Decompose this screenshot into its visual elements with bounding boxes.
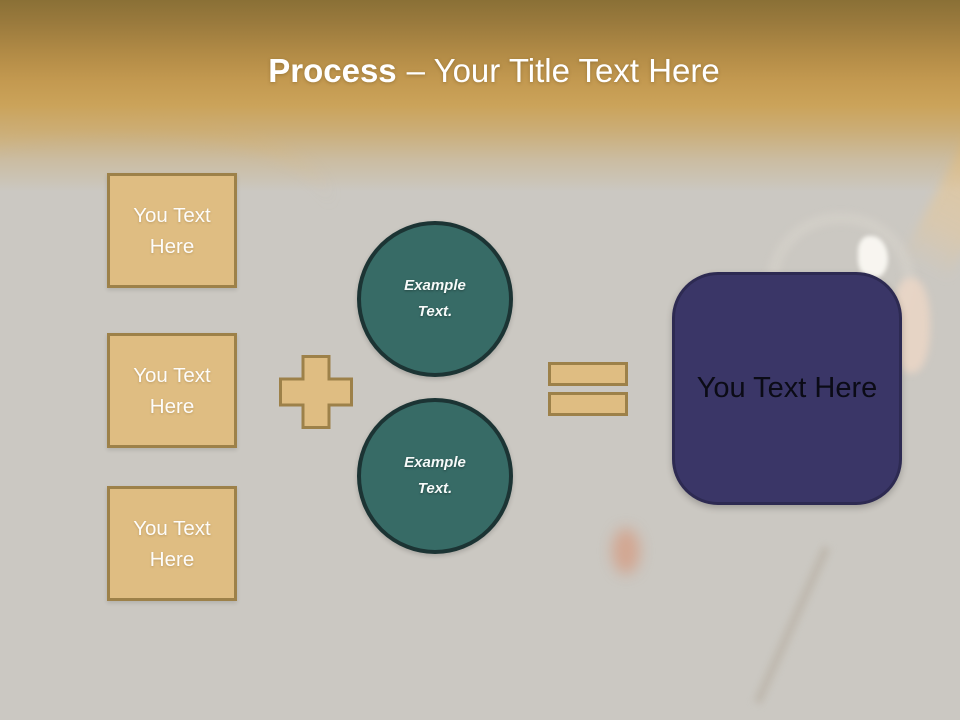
example-circle-1[interactable]: Example Text.	[357, 221, 513, 377]
example-circle-2[interactable]: Example Text.	[357, 398, 513, 554]
background-photo-strap-line	[753, 545, 831, 705]
plus-icon	[277, 353, 355, 431]
result-placeholder-box[interactable]: You Text Here	[672, 272, 902, 505]
background-photo-warm-spot	[612, 528, 640, 574]
slide-title: Process – Your Title Text Here	[14, 52, 960, 90]
example-circle-1-label: Example Text.	[404, 277, 466, 320]
text-placeholder-box-2[interactable]: You Text Here	[107, 333, 237, 448]
background-photo-spray-nozzle	[858, 236, 888, 278]
slide-title-rest: – Your Title Text Here	[406, 52, 720, 89]
header-gradient-band	[0, 0, 960, 192]
result-placeholder-box-label: You Text Here	[696, 372, 878, 404]
slide-title-prefix: Process	[268, 52, 397, 89]
text-placeholder-box-2-label: You Text Here	[133, 363, 211, 418]
text-placeholder-box-3[interactable]: You Text Here	[107, 486, 237, 601]
text-placeholder-box-3-label: You Text Here	[133, 516, 211, 571]
text-placeholder-box-1-label: You Text Here	[133, 203, 211, 258]
text-placeholder-box-1[interactable]: You Text Here	[107, 173, 237, 288]
example-circle-2-label: Example Text.	[404, 454, 466, 497]
equals-icon	[548, 362, 628, 416]
